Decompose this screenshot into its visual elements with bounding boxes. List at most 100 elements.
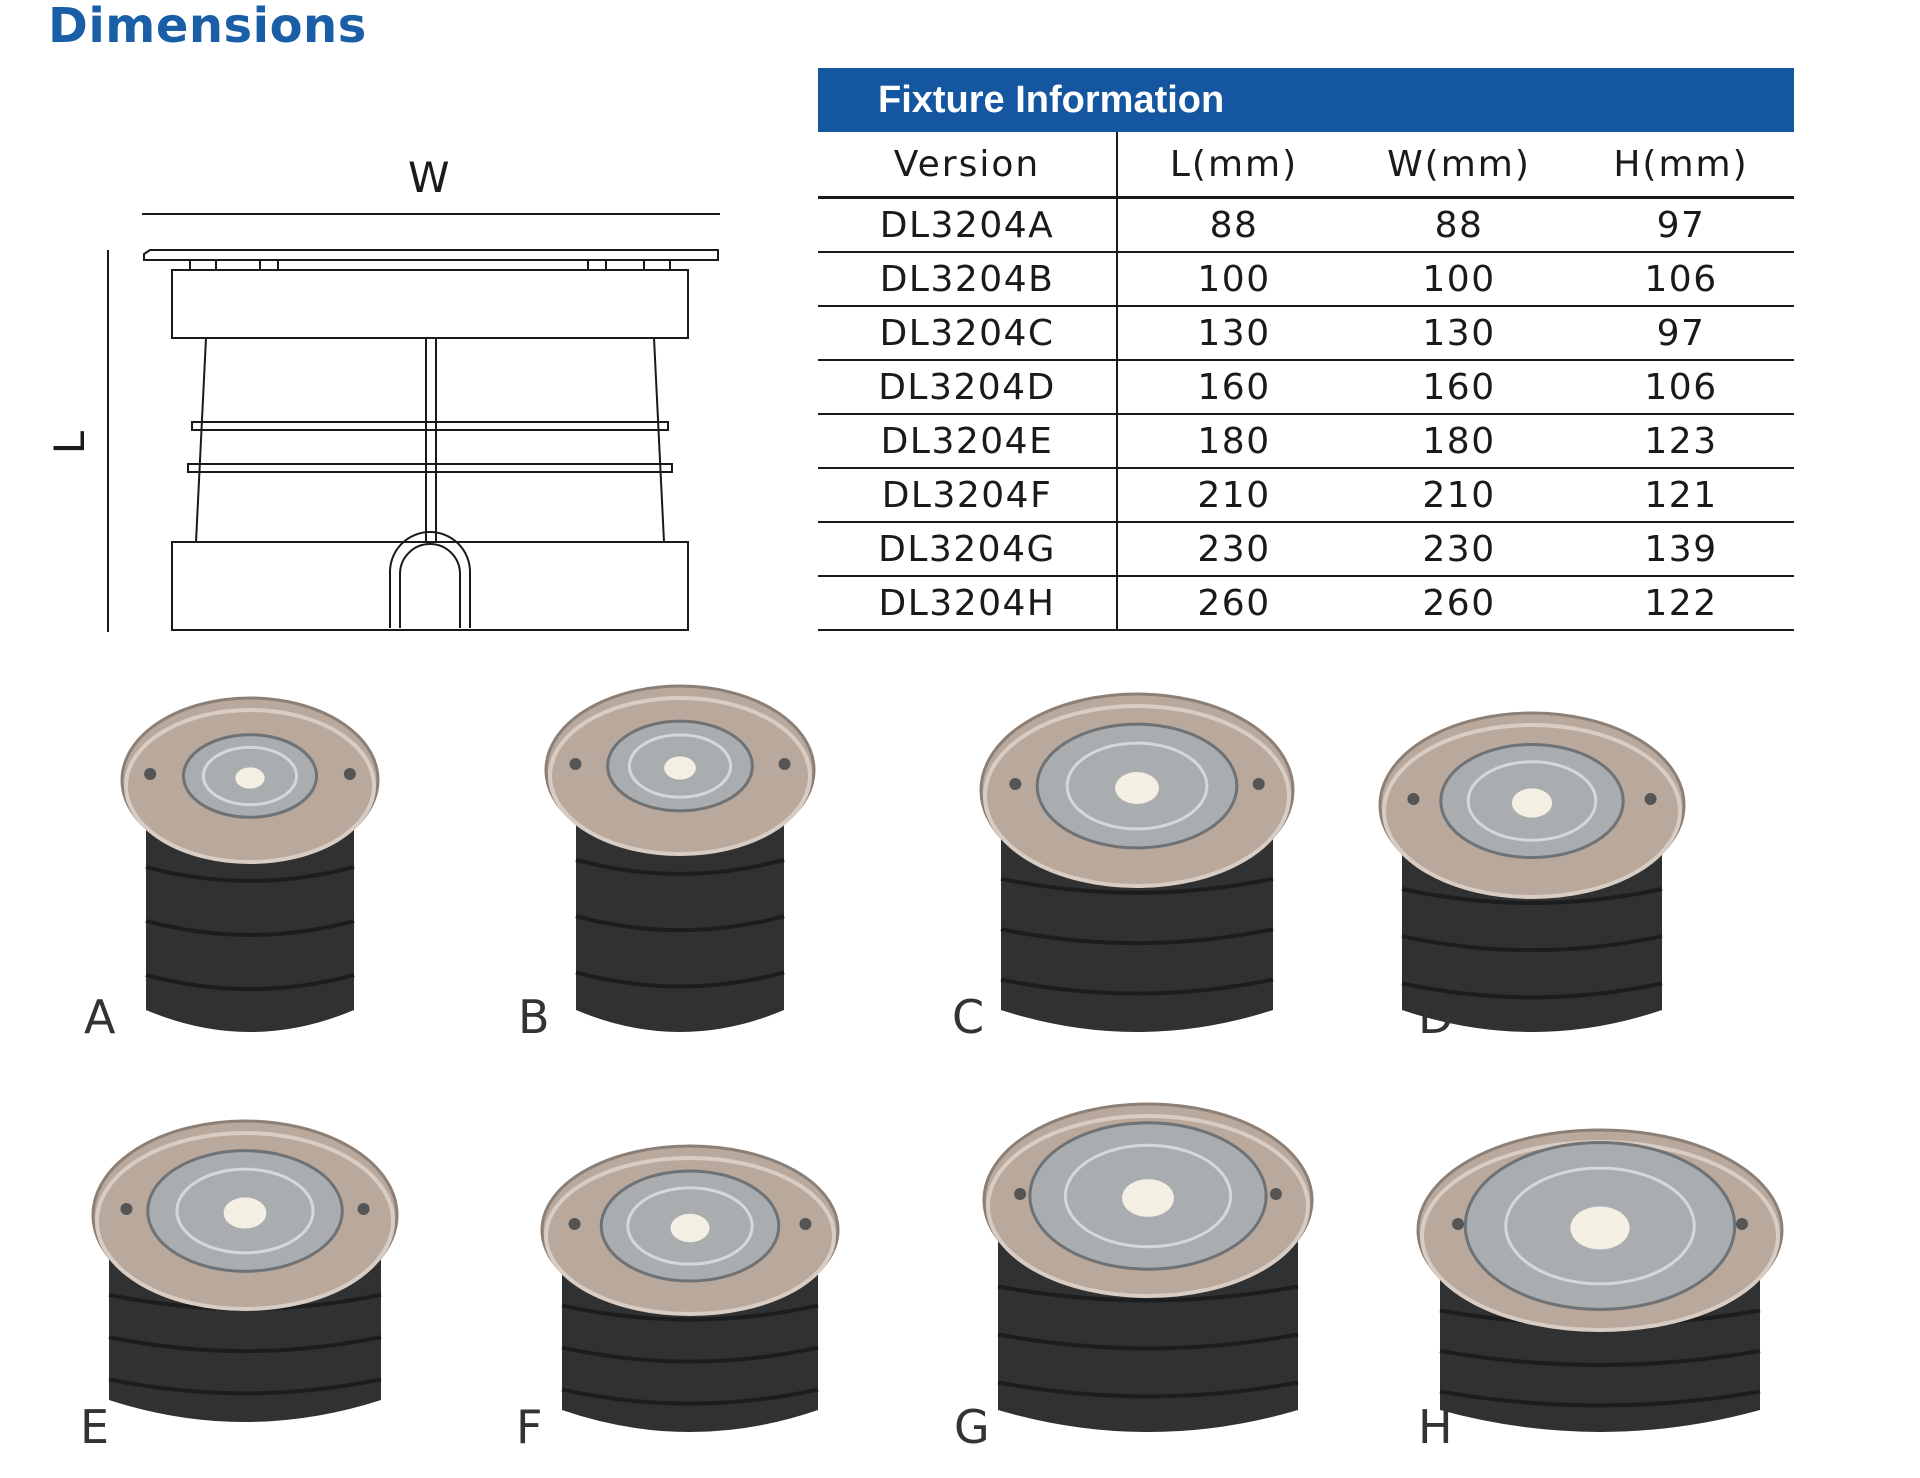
cell-height: 121 (1568, 468, 1794, 523)
lens-glass (1028, 1121, 1268, 1271)
steel-rim (120, 696, 380, 864)
screw-icon (1252, 778, 1265, 790)
rim-highlight (95, 1131, 395, 1311)
housing-rib (145, 973, 355, 992)
lens-glass (599, 1169, 781, 1283)
header-length: L(mm) (1117, 132, 1350, 199)
cell-height: 106 (1568, 360, 1794, 415)
lens-glass (1439, 742, 1625, 860)
cell-length: 260 (1117, 576, 1350, 631)
product-letter: F (516, 1400, 543, 1454)
lens-glass (181, 733, 319, 819)
technical-drawing (50, 150, 730, 650)
screw-icon (1452, 1218, 1465, 1230)
screw-icon (357, 1203, 370, 1215)
cell-height: 123 (1568, 414, 1794, 469)
table-row: DL3204E 180 180 123 (818, 414, 1794, 469)
lens-ring (1063, 1143, 1233, 1249)
product-letter: H (1418, 1400, 1453, 1454)
table-row: DL3204H 260 260 122 (818, 576, 1794, 631)
cell-length: 210 (1117, 468, 1350, 523)
cell-length: 230 (1117, 522, 1350, 577)
width-dimension-label: W (408, 153, 450, 202)
steel-rim (1416, 1128, 1784, 1332)
housing-body (998, 1238, 1298, 1432)
cell-height: 106 (1568, 252, 1794, 307)
housing-rib (1000, 876, 1274, 895)
table-row: DL3204F 210 210 121 (818, 468, 1794, 523)
product-letter: C (952, 990, 985, 1044)
housing-body (1440, 1270, 1760, 1432)
housing-rib (1439, 1308, 1761, 1327)
housing-rib (997, 1380, 1299, 1399)
cell-length: 180 (1117, 414, 1350, 469)
header-width: W(mm) (1350, 132, 1568, 199)
housing-rib (561, 1387, 819, 1406)
cell-height: 97 (1568, 306, 1794, 361)
table-row: DL3204G 230 230 139 (818, 522, 1794, 577)
lens-glass (1035, 722, 1239, 850)
screw-icon (343, 768, 356, 780)
lens-ring (1504, 1166, 1696, 1286)
screw-icon (1014, 1188, 1027, 1200)
housing-rib (997, 1284, 1299, 1303)
cell-width: 210 (1350, 468, 1568, 523)
cell-length: 100 (1117, 252, 1350, 307)
led-chip (1115, 772, 1159, 804)
cell-length: 88 (1117, 197, 1350, 253)
cell-height: 97 (1568, 197, 1794, 253)
table-row: DL3204B 100 100 106 (818, 252, 1794, 307)
housing-rib (1401, 934, 1663, 953)
cell-version: DL3204G (818, 522, 1118, 577)
rim-highlight (544, 1156, 836, 1316)
cell-version: DL3204H (818, 576, 1118, 631)
housing-rib (1000, 977, 1274, 996)
led-chip (1511, 788, 1553, 818)
led-chip (1122, 1179, 1174, 1217)
table-row: DL3204A 88 88 97 (818, 197, 1794, 253)
cell-version: DL3204C (818, 306, 1118, 361)
screw-icon (1269, 1188, 1282, 1200)
cell-width: 260 (1350, 576, 1568, 631)
cell-width: 88 (1350, 197, 1568, 253)
led-chip (235, 767, 265, 789)
rim-highlight (124, 708, 376, 864)
lens-ring (175, 1167, 315, 1255)
table-row: DL3204D 160 160 106 (818, 360, 1794, 415)
lens-glass (146, 1149, 344, 1273)
cell-width: 160 (1350, 360, 1568, 415)
fixture-information-table: Fixture Information Version L(mm) W(mm) … (818, 68, 1794, 631)
cell-height: 139 (1568, 522, 1794, 577)
cell-version: DL3204E (818, 414, 1118, 469)
screw-icon (799, 1218, 812, 1230)
page-title: Dimensions (48, 0, 367, 54)
cell-width: 180 (1350, 414, 1568, 469)
housing-rib (1439, 1389, 1761, 1408)
cell-width: 230 (1350, 522, 1568, 577)
steel-rim (982, 1102, 1314, 1298)
screw-icon (1009, 778, 1022, 790)
table-banner: Fixture Information (818, 68, 1794, 132)
cell-length: 160 (1117, 360, 1350, 415)
length-dimension-label: L (45, 430, 95, 455)
table-row: DL3204C 130 130 97 (818, 306, 1794, 361)
rim-highlight (983, 704, 1291, 888)
housing-body (1001, 828, 1273, 1032)
cell-length: 130 (1117, 306, 1350, 361)
steel-rim (1378, 711, 1686, 899)
cell-version: DL3204D (818, 360, 1118, 415)
rim-highlight (1382, 723, 1682, 899)
housing-rib (108, 1377, 382, 1396)
led-chip (664, 756, 696, 780)
steel-rim (544, 684, 816, 856)
housing-rib (108, 1335, 382, 1354)
steel-rim (91, 1119, 399, 1311)
housing-rib (575, 914, 785, 933)
housing-body (576, 803, 784, 1032)
lens-ring (627, 733, 733, 799)
rim-highlight (1420, 1140, 1780, 1332)
lens-glass (606, 719, 754, 813)
product-letter: G (954, 1400, 990, 1454)
steel-rim (979, 692, 1295, 888)
steel-rim (540, 1144, 840, 1316)
